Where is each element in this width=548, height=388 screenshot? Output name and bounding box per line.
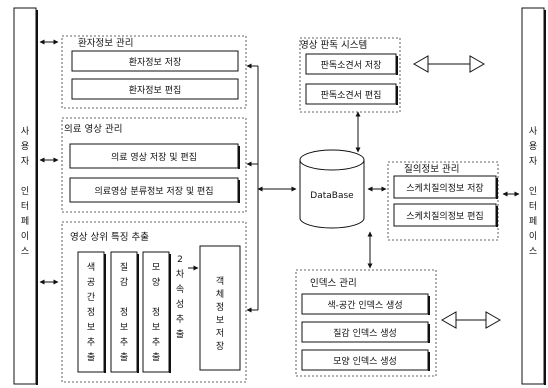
query-info-group: 질의정보 관리 스케치질의정보 저장 스케치질의정보 편집	[367, 161, 520, 241]
reading-ui-arrow-right	[469, 55, 486, 73]
left-ui-label-char: 페	[21, 216, 29, 227]
database-body	[299, 160, 365, 229]
patient-save-label: 환자정보 저장	[129, 56, 182, 68]
right-ui-label-char: 이	[529, 231, 537, 242]
texture-extract-char: 추	[120, 337, 128, 348]
patient-save-box	[71, 50, 239, 72]
right-ui-label-char: 스	[529, 246, 537, 257]
reading-save-label: 판독소견서 저장	[321, 59, 382, 71]
database: DataBase	[299, 149, 365, 229]
color-extract-char: 출	[87, 352, 95, 363]
object-store-char: 객	[216, 276, 224, 287]
secondary-extract-char: 차	[176, 268, 185, 280]
object-store-box	[199, 245, 241, 371]
query-edit-label: 스케치질의정보 편집	[406, 210, 483, 222]
index-texture-label: 질감 인덱스 생성	[333, 327, 397, 339]
left-ui-label-char: 사	[21, 126, 30, 137]
index-ui-arrow-left	[440, 311, 457, 329]
feature-extraction-title: 영상 상위 특징 추출	[70, 231, 149, 243]
medical-image-group: 의료 영상 관리 의료 영상 저장 및 편집 의료영상 분류정보 저장 및 편집	[61, 117, 247, 213]
secondary-extract-char: 추	[176, 314, 184, 325]
query-info-panel	[387, 161, 499, 241]
patient-edit-label: 환자정보 편집	[129, 84, 182, 96]
query-info-title: 질의정보 관리	[404, 163, 459, 175]
left-double-arrows	[39, 39, 59, 285]
texture-extract-char: 질	[120, 261, 128, 273]
texture-extract-char: 보	[120, 322, 128, 333]
right-ui-label-char: 용	[529, 141, 537, 152]
color-extract-char: 간	[87, 292, 95, 303]
right-ui-label-char: 사	[529, 126, 538, 137]
right-ui-label-char: 터	[529, 201, 537, 212]
secondary-extract-char: 출	[176, 329, 184, 340]
shape-extract-char: 추	[152, 337, 160, 348]
patient-info-group: 환자정보 관리 환자정보 저장 환자정보 편집	[61, 35, 247, 109]
left-ui-label-char: 인	[21, 186, 29, 197]
reading-edit-label: 판독소견서 편집	[321, 89, 382, 101]
texture-extract-char: 감	[120, 276, 128, 288]
left-connector	[246, 63, 297, 313]
medical-image-title: 의료 영상 관리	[64, 124, 122, 135]
object-store-char: 저	[216, 328, 224, 339]
left-ui-label-char: 터	[21, 201, 29, 212]
object-store-char: 보	[216, 315, 224, 326]
index-shape-label: 모양 인덱스 생성	[333, 356, 397, 367]
left-ui-label-char: 자	[21, 156, 30, 167]
texture-extract-char: 출	[120, 352, 128, 363]
color-extract-char: 공	[87, 277, 95, 288]
patient-info-title: 환자정보 관리	[78, 37, 133, 49]
shape-extract-char: 모	[152, 263, 160, 273]
patient-edit-box	[71, 78, 239, 100]
object-store-char: 체	[216, 289, 224, 300]
query-save-label: 스케치질의정보 저장	[406, 182, 483, 194]
database-top	[299, 149, 365, 171]
left-ui-label-char: 스	[21, 246, 29, 257]
left-ui-label-char: 용	[21, 141, 29, 152]
texture-extract-char: 정	[120, 307, 128, 318]
secondary-extract-char: 속	[176, 284, 184, 295]
index-group: 인덱스 관리 색-공간 인덱스 생성 질감 인덱스 생성 모양 인덱스 생성	[295, 231, 502, 377]
index-ui-arrow-right	[485, 311, 502, 329]
shape-extract-char: 양	[152, 277, 160, 288]
color-extract-char: 추	[87, 337, 95, 348]
left-ui-label-char: 이	[21, 231, 29, 242]
reading-system-group: 영상 판독 시스템 판독소견서 저장 판독소견서 편집	[299, 37, 486, 153]
shape-extract-char: 보	[152, 322, 160, 333]
medical-classify-box	[69, 177, 239, 203]
medical-classify-label: 의료영상 분류정보 저장 및 편집	[94, 185, 213, 197]
texture-extract-box	[110, 251, 138, 373]
object-store-char: 정	[216, 302, 224, 313]
medical-save-edit-label: 의료 영상 저장 및 편집	[111, 151, 197, 163]
index-color-label: 색-공간 인덱스 생성	[327, 300, 402, 311]
secondary-extract-char: 2	[177, 255, 183, 265]
color-extract-char: 정	[87, 307, 95, 318]
index-title: 인덱스 관리	[310, 278, 357, 289]
object-store-char: 장	[216, 341, 224, 352]
right-ui-label-char: 인	[529, 186, 537, 197]
shape-extract-box	[142, 251, 170, 373]
database-label: DataBase	[310, 191, 354, 201]
reading-ui-arrow-left	[412, 55, 429, 73]
color-extract-box	[77, 251, 105, 373]
color-extract-char: 색	[87, 262, 95, 273]
color-extract-char: 보	[87, 322, 95, 333]
right-ui-label-char: 자	[529, 156, 538, 167]
shape-extract-char: 출	[152, 352, 160, 363]
right-ui-label-char: 페	[529, 216, 537, 227]
shape-extract-char: 정	[152, 307, 160, 318]
reading-system-title: 영상 판독 시스템	[300, 39, 367, 51]
secondary-extract-char: 성	[176, 299, 184, 310]
